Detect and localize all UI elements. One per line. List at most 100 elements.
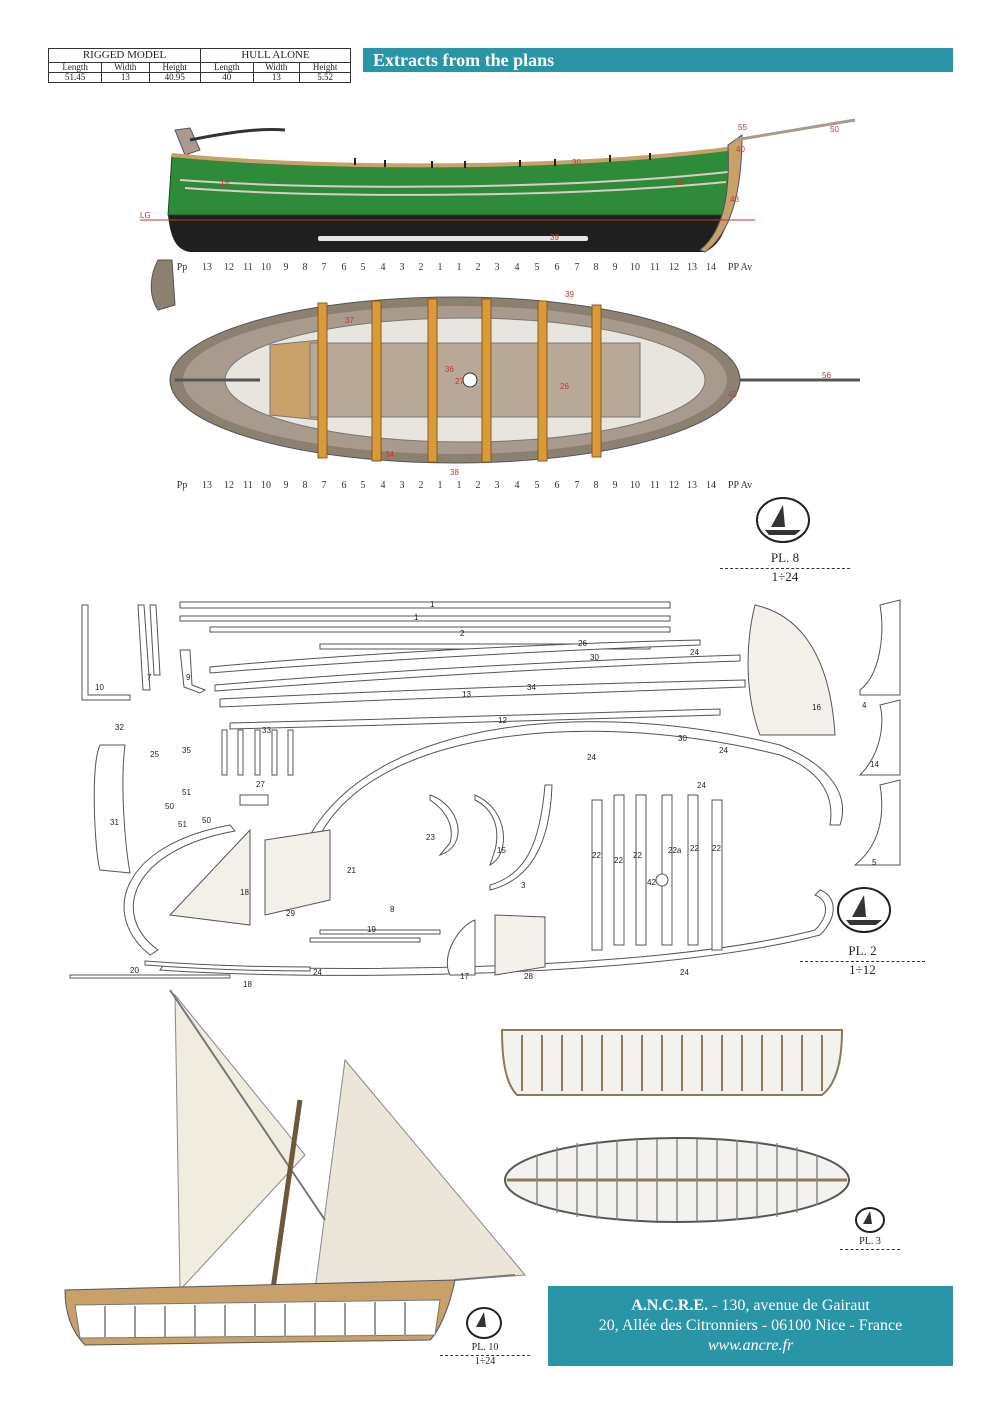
part-number: 39 <box>550 233 559 242</box>
part-label: 1 <box>430 600 435 609</box>
header-height: Height <box>299 62 351 73</box>
part-label: 24 <box>680 968 689 977</box>
station-label: 5 <box>534 480 540 491</box>
station-label: 11 <box>650 480 660 491</box>
station-label: 4 <box>514 262 520 273</box>
station-label: 1 <box>456 262 462 273</box>
seal-logo <box>466 1307 502 1339</box>
station-label: 13 <box>687 480 697 491</box>
part-label: 30 <box>678 734 687 743</box>
station-label: 12 <box>224 480 234 491</box>
hull-deck-plan: 39 37 27 36 26 34 38 40 56 <box>169 290 860 477</box>
station-label: Pp <box>176 480 188 491</box>
station-label: 9 <box>612 262 618 273</box>
value-cell: 5.52 <box>299 72 351 83</box>
part-label: 21 <box>347 866 356 875</box>
part-label: 51 <box>182 788 191 797</box>
part-label: 24 <box>587 753 596 762</box>
station-label: 13 <box>687 262 697 273</box>
part-label: 25 <box>150 750 159 759</box>
seal-logo <box>756 497 810 543</box>
station-label: 8 <box>593 480 599 491</box>
part-label: 35 <box>182 746 191 755</box>
seal-logo <box>855 1207 885 1233</box>
part-label: 13 <box>462 690 471 699</box>
part-label: 22 <box>592 851 601 860</box>
dimensions-table: RIGGED MODEL HULL ALONE Length Width Hei… <box>47 48 351 83</box>
part-label: 30 <box>590 653 599 662</box>
part-label: 7 <box>147 673 152 682</box>
part-label: 22 <box>712 844 721 853</box>
plate-name: PL. 10 <box>471 1342 499 1353</box>
part-label: 8 <box>390 905 395 914</box>
part-label: 20 <box>130 966 139 975</box>
station-label: 7 <box>574 262 580 273</box>
plan-part-number: 27 <box>455 377 464 386</box>
plan-part-number: 26 <box>560 382 569 391</box>
part-number: 19 <box>220 178 229 187</box>
part-number: 43 <box>730 195 739 204</box>
station-label: 13 <box>202 480 212 491</box>
station-label: 3 <box>399 480 405 491</box>
station-label: 3 <box>494 262 500 273</box>
station-label: 4 <box>380 480 386 491</box>
station-label: 5 <box>360 262 366 273</box>
part-label: 42 <box>647 878 656 887</box>
station-label: 14 <box>706 480 716 491</box>
plan-part-number: 38 <box>450 468 459 477</box>
station-label: 12 <box>669 480 679 491</box>
part-label: 1 <box>414 613 419 622</box>
station-label: 14 <box>706 262 716 273</box>
part-label: 24 <box>697 781 706 790</box>
header-width: Width <box>101 62 150 73</box>
waterline-label: LG <box>140 211 151 220</box>
station-label: 12 <box>224 262 234 273</box>
part-label: 31 <box>110 818 119 827</box>
station-label: 5 <box>534 262 540 273</box>
header-length: Length <box>47 62 103 73</box>
part-label: 5 <box>872 858 877 867</box>
station-label: 9 <box>283 262 289 273</box>
station-label: 2 <box>475 480 481 491</box>
station-label: 3 <box>399 262 405 273</box>
part-label: 16 <box>812 703 821 712</box>
footer-address-line1: A.N.C.R.E. - 130, avenue de Gairaut <box>548 1296 953 1316</box>
part-label: 3 <box>521 881 526 890</box>
station-label: 7 <box>321 480 327 491</box>
station-label: 1 <box>437 480 443 491</box>
part-label: 22 <box>614 856 623 865</box>
hull-profile-drawing: LG 55 50 40 30 45 43 19 39 <box>140 118 856 311</box>
part-number: 40 <box>736 145 745 154</box>
station-label: 7 <box>321 262 327 273</box>
station-label: 8 <box>302 262 308 273</box>
plan-part-number: 39 <box>565 290 574 299</box>
station-label: 11 <box>243 480 253 491</box>
part-label: 22 <box>690 844 699 853</box>
part-label: 22 <box>633 851 642 860</box>
page-title-banner: Extracts from the plans <box>363 48 953 72</box>
value-cell: 51.45 <box>47 72 103 83</box>
station-label: 1 <box>437 262 443 273</box>
part-label: 15 <box>497 846 506 855</box>
website-link[interactable]: www.ancre.fr <box>707 1337 794 1354</box>
footer-address-line2: 20, Allée des Citronniers - 06100 Nice -… <box>598 1317 903 1334</box>
part-label: 2 <box>460 629 465 638</box>
value-cell: 13 <box>101 72 150 83</box>
part-label: 29 <box>286 909 295 918</box>
seal-logo <box>837 887 891 933</box>
group-hull-alone: HULL ALONE <box>200 48 351 63</box>
part-label: 23 <box>426 833 435 842</box>
station-label: 7 <box>574 480 580 491</box>
part-label: 18 <box>243 980 252 989</box>
value-cell: 13 <box>252 72 301 83</box>
parts-sheet: 1 1 2 26 30 24 13 34 12 10 7 9 32 33 25 … <box>69 599 901 989</box>
value-cell: 40.95 <box>148 72 202 83</box>
plate-scale: 1÷12 <box>849 962 876 977</box>
station-label: 3 <box>494 480 500 491</box>
station-label: 9 <box>612 480 618 491</box>
part-label: 19 <box>367 925 376 934</box>
part-label: 28 <box>524 972 533 981</box>
part-label: 12 <box>498 716 507 725</box>
part-label: 50 <box>202 816 211 825</box>
part-number: 45 <box>675 178 684 187</box>
